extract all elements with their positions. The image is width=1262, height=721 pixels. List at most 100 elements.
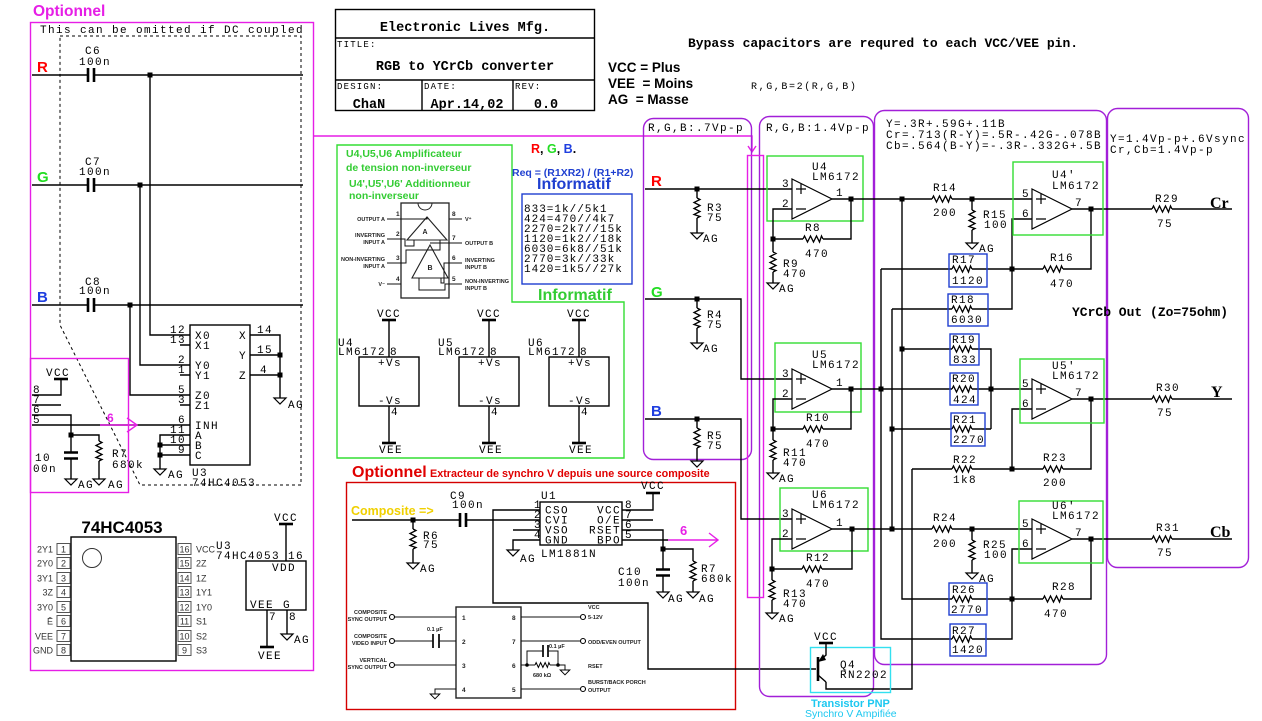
supply-label: VEE bbox=[479, 445, 503, 457]
pin-number: 3 bbox=[782, 179, 790, 191]
junction-dot bbox=[157, 452, 163, 458]
q4-part-number: RN2202 bbox=[840, 670, 888, 682]
mux-pinout-diagram: 74HC4053 1 2Y1 2 2Y0 3 3Y1 4 3Z bbox=[33, 518, 216, 662]
pin-number: 8 bbox=[625, 500, 633, 512]
q4-emitter-arrow bbox=[818, 654, 826, 662]
res-ref: R26 bbox=[952, 585, 976, 597]
pin-box bbox=[177, 644, 192, 656]
opamp-ref: U4 bbox=[812, 162, 828, 174]
opamp-power-u6: VCC U6 LM6172 8 +Vs -Vs 4 VEE bbox=[528, 309, 610, 457]
junction-dot bbox=[147, 72, 153, 78]
amp-a-label: A bbox=[422, 229, 427, 236]
legend-end: . bbox=[573, 142, 576, 156]
pin-number: 10 bbox=[179, 632, 189, 642]
junction-dot bbox=[769, 566, 775, 572]
converter-input-b: B bbox=[651, 403, 662, 420]
cap-ref-c7: C7 bbox=[85, 157, 101, 169]
pin-number: 8 bbox=[490, 347, 498, 359]
u1-ref: U1 bbox=[541, 491, 557, 503]
pin-number: 2 bbox=[396, 231, 400, 238]
pin-box bbox=[177, 630, 192, 642]
title-block: Electronic Lives Mfg. TITLE: RGB to YCrC… bbox=[334, 8, 596, 113]
pin-name: Ē bbox=[47, 617, 53, 627]
res-value: 470 bbox=[1044, 609, 1068, 621]
terminal-circle bbox=[388, 637, 396, 645]
legend-b: B bbox=[564, 142, 573, 156]
opamp-part: LM6172 bbox=[812, 360, 860, 372]
junction-dot bbox=[770, 426, 776, 432]
legend-g: G bbox=[547, 142, 557, 156]
pin-box bbox=[177, 572, 192, 584]
res-value-r6: 75 bbox=[423, 540, 439, 552]
junction-dot bbox=[277, 372, 283, 378]
q4-subcaption: Synchro V Ampifiée bbox=[805, 708, 897, 720]
pin-number: 3 bbox=[462, 663, 466, 670]
input-label-b: B bbox=[37, 289, 48, 306]
junction-dot bbox=[1009, 466, 1015, 472]
output-cb-label: Cb bbox=[1210, 524, 1231, 541]
sync-extractor-heading: Optionnel bbox=[352, 464, 427, 481]
res-value: 470 bbox=[806, 579, 830, 591]
pin-name: VEE bbox=[35, 632, 53, 642]
converter-section: R,G,B:.7Vp-p R,G,B:1.4Vp-p Y=.3R+.59G+.1… bbox=[642, 107, 1250, 720]
junction-dot bbox=[899, 196, 905, 202]
pin-number: 14 bbox=[179, 574, 189, 584]
r19-highlight bbox=[949, 333, 980, 366]
amplified-level-label: R,G,B:1.4Vp-p bbox=[766, 123, 870, 135]
pin-number: 6 bbox=[512, 663, 516, 670]
pin-name: -Vs bbox=[568, 396, 592, 408]
summer-u6p-frame bbox=[1018, 500, 1104, 564]
res-value: 424 bbox=[953, 395, 977, 407]
supply-label: VEE bbox=[258, 651, 282, 663]
ground-label: AG bbox=[294, 635, 310, 647]
opamp-ref: U5' bbox=[1052, 361, 1076, 373]
optional-input-heading: Optionnel bbox=[33, 3, 105, 20]
sync-link-arrow bbox=[100, 417, 139, 433]
res-ref: R17 bbox=[952, 255, 976, 267]
pin-box bbox=[177, 615, 192, 627]
pin-number: 6 bbox=[1022, 209, 1030, 221]
pin-number: 7 bbox=[61, 632, 66, 642]
res-value: 6030 bbox=[951, 315, 983, 327]
pin-number: 4 bbox=[462, 687, 466, 694]
pin-box bbox=[56, 601, 71, 613]
q4-caption: Transistor PNP bbox=[811, 698, 890, 710]
equivalent-resistance: 1420=1k5//27k bbox=[524, 264, 623, 276]
res-value: 200 bbox=[1043, 478, 1067, 490]
pin-number: 2 bbox=[782, 529, 790, 541]
cap-value: 10 bbox=[35, 453, 51, 465]
junction-dot bbox=[660, 546, 666, 552]
pin-name: X bbox=[239, 331, 247, 343]
pin-name: B bbox=[195, 441, 203, 453]
equivalent-resistance: 2270=2k7//15k bbox=[524, 224, 623, 236]
pin-number: 15 bbox=[257, 345, 273, 357]
junction-dot bbox=[1088, 206, 1094, 212]
res-ref: R28 bbox=[1052, 582, 1076, 594]
pin-name: X0 bbox=[195, 331, 211, 343]
opamp-power-u5: VCC U5 LM6172 8 +Vs -Vs 4 VEE bbox=[438, 309, 520, 457]
power-wire bbox=[266, 524, 288, 647]
optional-input-frame bbox=[29, 21, 315, 672]
equation-cr: Cr=.713(R-Y)=.5R-.42G-.078B bbox=[886, 130, 1102, 142]
pin-number: 7 bbox=[269, 612, 277, 624]
sync-extractor-subtitle: Extracteur de synchro V depuis une sourc… bbox=[430, 468, 710, 480]
pin-label: 5-12V bbox=[588, 615, 603, 621]
pin-label: BURST/BACK PORCH bbox=[588, 680, 646, 686]
legend-separator: , bbox=[540, 142, 547, 156]
res-ref: R21 bbox=[953, 415, 977, 427]
amp-b-label: B bbox=[427, 265, 432, 272]
res-value: 75 bbox=[1157, 219, 1173, 231]
res-ref: R25 bbox=[983, 540, 1007, 552]
rev-value: 0.0 bbox=[534, 98, 558, 113]
res-value: 100 bbox=[984, 220, 1008, 232]
input-label-g: G bbox=[37, 169, 49, 186]
pin-name: S2 bbox=[196, 632, 207, 642]
res-value: 470 bbox=[805, 249, 829, 261]
amplifier-u6-frame bbox=[779, 487, 869, 552]
supply-label: VCC bbox=[477, 309, 501, 321]
pin-number: 5 bbox=[452, 276, 456, 283]
power-ref: U3 bbox=[216, 541, 232, 553]
cap-value-c9: 100n bbox=[452, 500, 484, 512]
supply-label: VCC bbox=[377, 309, 401, 321]
